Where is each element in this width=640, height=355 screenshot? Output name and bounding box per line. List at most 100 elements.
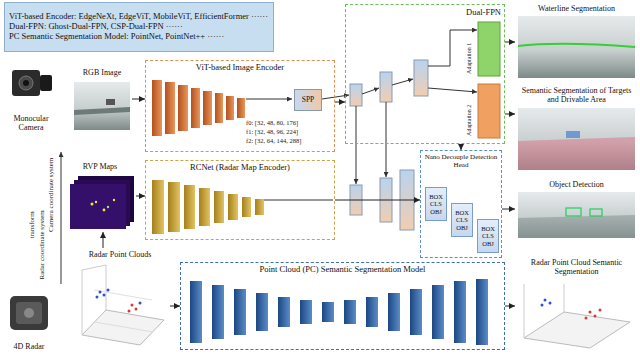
head-block-text: BOX xyxy=(427,193,445,200)
illustration-part xyxy=(518,44,635,47)
transform-arrow xyxy=(61,152,62,284)
illustration-part xyxy=(128,310,131,313)
adaptation-label: Adaptation 2 xyxy=(466,104,473,135)
illustration-part xyxy=(203,91,212,125)
illustration-part xyxy=(95,201,97,203)
head-block: BOXCLSOBJ xyxy=(477,219,499,253)
image-panel-text: RGB Image xyxy=(74,68,130,77)
point-cloud-plot xyxy=(82,265,164,345)
illustration-part xyxy=(191,88,200,128)
illustration-part xyxy=(70,184,126,229)
radar-node-text: 4D Radar xyxy=(2,342,56,351)
illustration-part xyxy=(300,300,312,324)
illustration-part xyxy=(103,209,106,212)
illustration-part xyxy=(518,137,635,170)
connector-arrow xyxy=(136,196,145,197)
feature-size: f2: [32, 64, 144, 288] xyxy=(246,137,301,144)
illustration-part xyxy=(594,315,597,318)
illustration-part xyxy=(10,296,48,330)
head-block: BOXCLSOBJ xyxy=(451,203,473,237)
illustration-part xyxy=(95,322,153,332)
illustration-part xyxy=(350,84,362,106)
head-block-text: BOX xyxy=(453,209,471,216)
rgb-photo xyxy=(74,82,130,130)
illustration-part xyxy=(428,88,477,92)
connector-arrow xyxy=(103,232,104,248)
illustration-part xyxy=(106,99,115,105)
coordinate-label: Radar coordinate system xyxy=(38,210,46,279)
adaptation-label: Adaptation 1 xyxy=(466,42,473,73)
illustration-part xyxy=(94,290,152,300)
pc-model-region: Point Cloud (PC) Semantic Segmentation M… xyxy=(180,262,505,350)
illustration-part xyxy=(40,75,52,91)
illustration-part xyxy=(135,308,138,311)
radar-icon xyxy=(10,296,48,330)
encoder-region-text: ViT-based Image Encoder xyxy=(148,63,332,73)
illustration-part xyxy=(255,199,264,215)
head-block-text: CLS xyxy=(453,216,471,223)
illustration-part xyxy=(518,192,635,238)
illustration-part xyxy=(82,310,164,345)
coordinate-label: Camera coordinate system xyxy=(48,158,56,232)
illustration-part xyxy=(168,182,180,232)
output-panel-text: Radar Point Cloud Semantic Segmentation xyxy=(517,258,636,276)
illustration-part xyxy=(107,206,109,208)
illustration-part xyxy=(152,80,162,136)
connector-arrow xyxy=(335,102,345,103)
encoder-region: ViT-based Image EncoderSPP xyxy=(145,60,335,152)
illustration-part xyxy=(82,265,106,335)
connector-arrow xyxy=(335,200,420,201)
detection-picture xyxy=(518,192,635,238)
illustration-part xyxy=(16,302,42,324)
illustration-part xyxy=(566,208,581,216)
illustration-part xyxy=(478,22,500,76)
illustration-part xyxy=(228,194,238,220)
illustration-part xyxy=(74,107,130,115)
output-panel: Waterline Segmentation xyxy=(515,2,638,80)
illustration-part xyxy=(24,308,34,318)
illustration-part xyxy=(432,285,444,339)
legend-box: ViT-based Encoder: EdgeNeXt, EdgeViT, Mo… xyxy=(4,2,274,52)
camera-node-text: Monocular Camera xyxy=(2,114,60,132)
rcnet-region: RCNet (Radar Map Encoder) xyxy=(145,160,335,240)
illustration-part xyxy=(524,284,564,338)
illustration-part xyxy=(74,82,130,130)
rcnet-region-text: RCNet (Radar Map Encoder) xyxy=(148,163,332,173)
illustration-part xyxy=(246,99,292,100)
illustration-part xyxy=(212,285,224,339)
illustration-part xyxy=(214,191,224,223)
dual-fpn-region-text: Dual-FPN xyxy=(349,8,501,18)
legend-box-text: ViT-based Encoder: EdgeNeXt, EdgeViT, Mo… xyxy=(9,12,269,22)
head-block-text: OBJ xyxy=(453,224,471,231)
illustration-part xyxy=(322,302,334,322)
legend-box-text: PC Semantic Segmentation Model: PointNet… xyxy=(9,32,269,42)
illustration-part xyxy=(215,93,223,123)
output-panel: Object Detection xyxy=(515,178,638,240)
image-panel: RGB Image xyxy=(72,66,132,132)
illustration-part xyxy=(524,312,630,348)
illustration-part xyxy=(476,279,488,345)
pc-model-layers xyxy=(190,279,488,345)
head-block-text: OBJ xyxy=(479,240,497,247)
illustration-part xyxy=(12,70,40,96)
illustration-part xyxy=(366,297,378,327)
illustration-part xyxy=(590,209,602,216)
illustration-part xyxy=(278,297,290,327)
illustration-part xyxy=(549,302,552,305)
illustration-part xyxy=(99,291,102,294)
pc-model-region-text: Point Cloud (PC) Semantic Segmentation M… xyxy=(183,265,502,275)
illustration-part xyxy=(566,131,580,138)
connector-arrow xyxy=(505,42,515,43)
head-block: BOXCLSOBJ xyxy=(425,187,447,221)
connector-arrow xyxy=(505,114,515,115)
illustration-part xyxy=(414,60,428,96)
detection-head-region: Nano Decouple Detection HeadBOXCLSOBJBOX… xyxy=(420,150,502,258)
illustration-part xyxy=(61,152,62,284)
illustration-part xyxy=(103,294,106,297)
connector-arrow xyxy=(170,306,180,307)
illustration-part xyxy=(152,180,164,234)
output-panel: Semantic Segmentation of Targets and Dri… xyxy=(515,84,638,172)
semantic-picture xyxy=(518,108,635,170)
